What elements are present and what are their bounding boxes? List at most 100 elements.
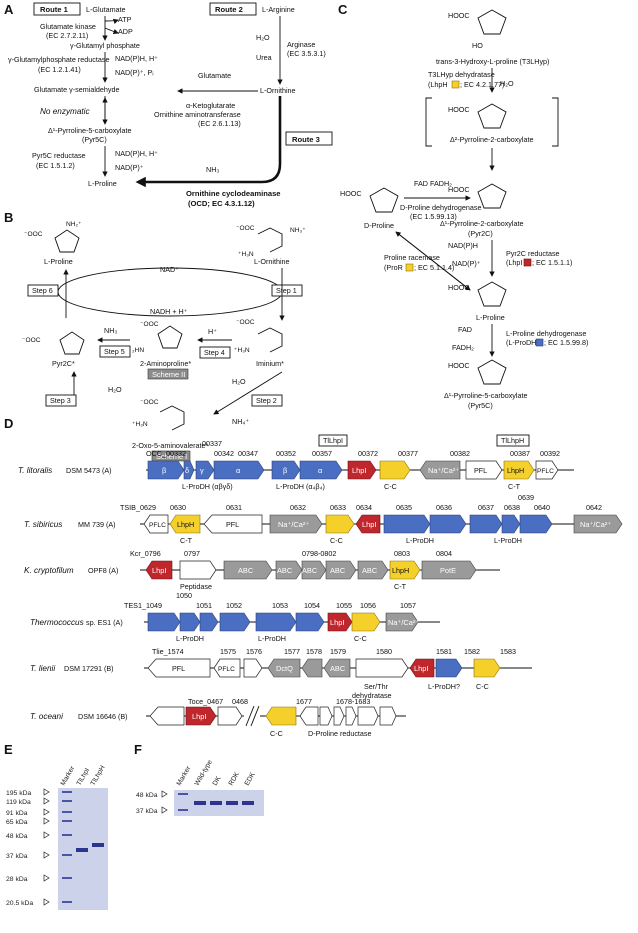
gene-id-r4-5: 1054 [304, 601, 320, 610]
gene-label-r3-2: ABC [238, 566, 254, 575]
note-r5-1: dehydratase [352, 691, 392, 700]
gene-label-r1-2: γ [200, 466, 204, 475]
oxo-label: 2-Oxo-5-aminovalerate* [132, 441, 209, 450]
gene-id-r1-0: OCC_00332 [146, 449, 186, 458]
h2o-a-label: H₂O [256, 33, 270, 42]
ggp-reductase-label: γ-Glutamylphosphate reductase [8, 55, 109, 64]
gene-r4-1052 [219, 612, 251, 632]
hooc-c2: HOOC [448, 105, 470, 114]
panel-f: F Marker Wild-type DK RDK EDK 48 kDa 37 … [134, 742, 264, 816]
gene-id-r1-6: 00372 [358, 449, 378, 458]
gene-label-r5-3: DctQ [276, 664, 293, 673]
gene-id-r2-9: 0638 [504, 503, 520, 512]
gene-id-r6-2: 1677 [296, 697, 312, 706]
d2p2c-ring [477, 103, 507, 129]
gene-r4-lhpi [327, 612, 353, 632]
gene-r4-naca [385, 612, 419, 632]
gene-id-r2-7: 0636 [436, 503, 452, 512]
band-e-m7 [62, 901, 72, 903]
nad-label: NAD⁺ [160, 265, 179, 274]
gene-label-r1-11: PFLC [537, 468, 554, 475]
gene-id-r5-8: 1582 [464, 647, 480, 656]
marker-e-4: 48 kDa [6, 833, 28, 840]
fad-c-label: FAD [414, 179, 428, 188]
marker-e-6: 28 kDa [6, 876, 28, 883]
coo-b2: ⁻OOC [236, 225, 255, 232]
d-proline-label: D-Proline [364, 221, 394, 230]
gene-id-r5-2: 1576 [246, 647, 262, 656]
p5c-reductase-label: Pyr5C reductase [32, 151, 86, 160]
band-f-edk [242, 801, 254, 805]
gene-id-r5-3: 1577 [284, 647, 300, 656]
step4-label: Step 4 [204, 348, 225, 357]
gene-r3-abc2 [275, 560, 303, 580]
note-r1-0: L-ProDH (αβγδ) [182, 482, 233, 491]
gene-r6-cc [265, 706, 297, 726]
p5c-c-abbr: (Pyr5C) [468, 401, 493, 410]
gene-label-r3-7: LhpH [392, 566, 409, 575]
gene-r1-gamma [195, 460, 215, 480]
gene-r5-dctq [267, 658, 301, 678]
gene-id-r5-6: 1580 [376, 647, 392, 656]
gene-id-r5-5: 1579 [330, 647, 346, 656]
gene-r2-naca2 [573, 514, 623, 534]
route3-box [285, 131, 333, 146]
nadp2-label: NAD(P)⁺ [115, 163, 144, 172]
gene-r3-abc4 [325, 560, 357, 580]
route1-label: Route 1 [40, 5, 69, 14]
gene-label-r2-1: LhpH [177, 520, 194, 529]
scheme2-label: Scheme II [152, 370, 185, 379]
gene-r6-lhpi [185, 706, 217, 726]
gene-r1-lhph [503, 460, 535, 480]
lhpi-ec-label2: ; EC 1.5.1.1) [532, 258, 572, 267]
t3lhyp-dehydratase-label: T3LHyp dehydratase [428, 70, 495, 79]
gene-id-r2-0: TSIB_0629 [120, 503, 156, 512]
note-r5-3: C-C [476, 682, 489, 691]
note-r1-3: C-T [508, 482, 521, 491]
dpdh-ec: (EC 1.5.99.13) [410, 212, 457, 221]
gene-r5-pfl [147, 658, 211, 678]
gene-label-r3-4: ABC [302, 566, 318, 575]
gene-id-r2-5: 0634 [356, 503, 372, 512]
gene-r1-pfl [465, 460, 503, 480]
scheme1-label: Scheme I [156, 452, 187, 461]
step6-label: Step 6 [32, 286, 53, 295]
iminium-chain [257, 327, 283, 353]
strain-r2: MM 739 (A) [78, 520, 116, 529]
glu-kinase-ec: (EC 2.7.2.11) [46, 31, 88, 40]
gene-label-r1-6: LhpI [352, 466, 366, 475]
gene-r5-prodh [435, 658, 463, 678]
nh2-b1: NH₂⁺ [66, 221, 82, 228]
oat-ec: (EC 2.6.1.13) [198, 119, 241, 128]
gene-r6-0466 [149, 706, 185, 726]
pyr2c-ring-b [59, 331, 85, 355]
gene-r1-lhpi [347, 460, 377, 480]
fad2-c-label: FAD [458, 325, 472, 334]
pyr2c-reductase-label: Pyr2C reductase [506, 249, 560, 258]
gene-id-r5-1: 1575 [220, 647, 236, 656]
adp-label: ADP [118, 27, 133, 36]
note-r2-2: L-ProDH [406, 536, 434, 545]
band-e-tllhpi [76, 848, 88, 852]
gene-r1-naca [419, 460, 461, 480]
org-r6: T. oceani [30, 712, 63, 721]
panel-label-b: B [4, 210, 13, 225]
hooc-c6: HOOC [448, 361, 470, 370]
gene-id-r2-4: 0633 [330, 503, 346, 512]
nadph-h-label: NAD(P)H, H⁺ [115, 54, 158, 63]
gene-label-r1-4: β [283, 466, 287, 475]
dpdh-label: D-Proline dehydrogenase [400, 203, 482, 212]
gene-r2-prodh3 [469, 514, 503, 534]
gene-label-r2-5: LhpI [362, 520, 376, 529]
gene-id-r2-1: 0630 [170, 503, 186, 512]
strain-r5: DSM 17291 (B) [64, 664, 114, 673]
panel-label-c: C [338, 2, 348, 17]
gene-label-r3-0: LhpI [152, 566, 166, 575]
fadh2-c-label: FADH₂ [430, 179, 452, 188]
pror-swatch-c [405, 263, 414, 272]
gene-r2-pflc [143, 514, 169, 534]
step2-label: Step 2 [256, 396, 277, 405]
lane-f-0: Marker [176, 765, 193, 787]
band-f-dk [210, 801, 222, 805]
band-e-m0 [62, 791, 72, 793]
